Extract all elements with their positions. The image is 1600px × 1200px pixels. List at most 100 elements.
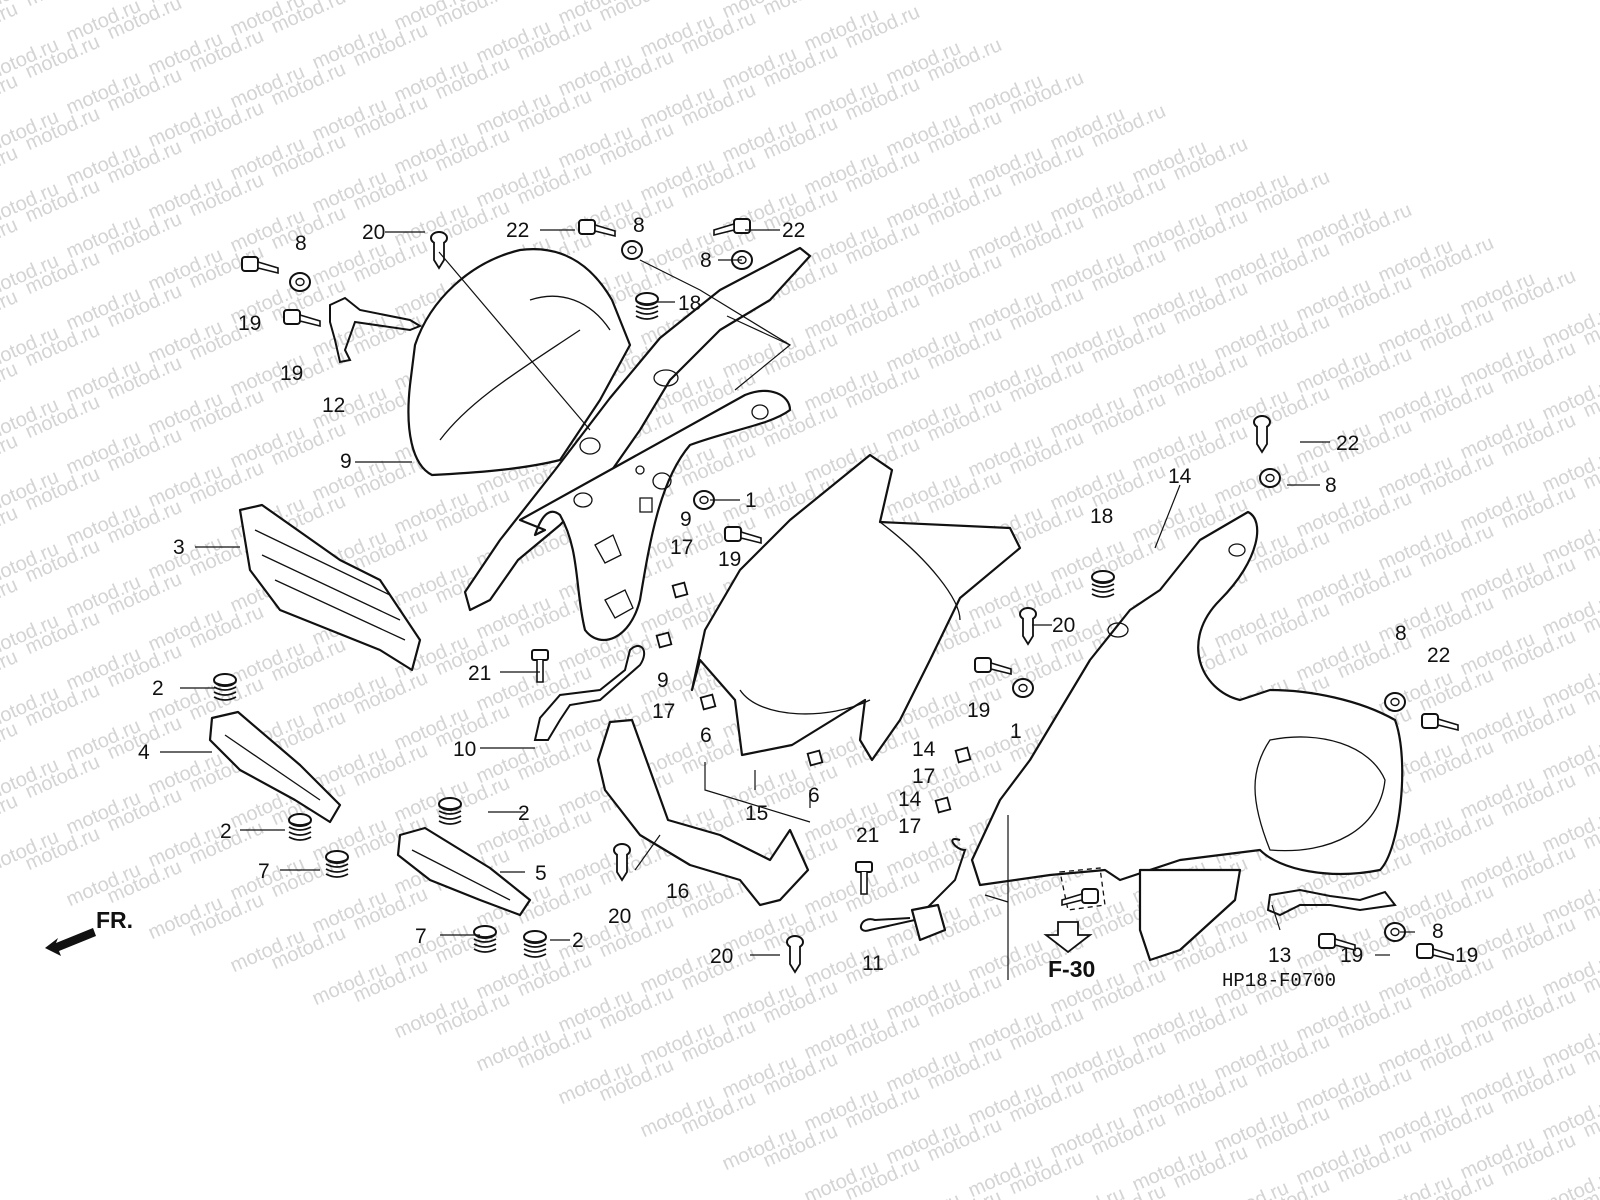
fasteners	[213, 218, 1459, 974]
windscreen-part	[407, 248, 632, 477]
callout-8: 8	[1395, 622, 1407, 645]
stay-part-13	[1266, 888, 1397, 917]
callout-9: 9	[680, 508, 692, 531]
bracket-part-4	[208, 710, 342, 824]
callout-4: 4	[138, 741, 150, 764]
bracket-part-5	[396, 826, 532, 917]
callout-13: 13	[1268, 944, 1291, 967]
callout-16: 16	[666, 880, 689, 903]
callout-12: 12	[322, 394, 345, 417]
callout-19: 19	[280, 362, 303, 385]
callout-11: 11	[862, 952, 884, 975]
bolt-icon	[283, 309, 321, 328]
callout-10: 10	[453, 738, 476, 761]
clip-icon	[806, 749, 824, 767]
callout-19: 19	[1455, 944, 1478, 967]
callout-labels: 22 8 22 8 8 20 18 19 19 12 9 3 1 9 19 17…	[138, 214, 1478, 975]
callout-22: 22	[506, 219, 529, 242]
reference-label: F-30	[1048, 956, 1095, 982]
bolt-icon	[724, 526, 762, 545]
trim-clip-icon	[1019, 607, 1037, 646]
front-direction-arrow-icon: FR.	[45, 907, 133, 956]
grommet-icon	[289, 272, 311, 292]
callout-8: 8	[633, 214, 645, 237]
callout-2: 2	[152, 677, 164, 700]
callout-14: 14	[1168, 465, 1192, 488]
callout-19: 19	[238, 312, 261, 335]
callout-9: 9	[657, 669, 669, 692]
callout-22: 22	[1427, 644, 1450, 667]
callout-6: 6	[700, 724, 712, 747]
callout-2: 2	[518, 802, 530, 825]
callout-20: 20	[362, 221, 385, 244]
stay-part-12	[329, 296, 423, 364]
grommet-icon	[621, 240, 643, 260]
callout-22: 22	[1336, 432, 1359, 455]
callout-18: 18	[1090, 505, 1113, 528]
callout-5: 5	[535, 862, 547, 885]
clip-icon	[671, 581, 689, 599]
callout-3: 3	[173, 536, 185, 559]
reference-arrow-icon: F-30	[1043, 921, 1095, 982]
callout-17: 17	[652, 700, 675, 723]
bolt-icon	[578, 219, 616, 238]
grommet-icon	[1012, 678, 1034, 698]
callout-15: 15	[745, 802, 768, 825]
bolt-icon	[1061, 888, 1099, 907]
front-cowl-center-15	[690, 453, 1022, 762]
callout-8: 8	[1432, 920, 1444, 943]
trim-clip-icon	[1253, 415, 1271, 454]
grommet-icon	[1384, 692, 1406, 712]
rubber-mount-icon	[325, 850, 349, 878]
clip-icon	[655, 631, 673, 649]
callout-1: 1	[1010, 720, 1022, 743]
inner-panel-16	[596, 718, 810, 907]
callout-19: 19	[1340, 944, 1363, 967]
rubber-mount-icon	[635, 292, 659, 320]
callout-17: 17	[912, 765, 935, 788]
callout-20: 20	[608, 905, 631, 928]
leader-lines	[160, 229, 1415, 980]
callout-22: 22	[782, 219, 805, 242]
trim-clip-icon	[430, 231, 448, 270]
direction-label: FR.	[96, 907, 133, 933]
callout-18: 18	[678, 292, 701, 315]
bolt-icon	[974, 657, 1012, 676]
callout-20: 20	[1052, 614, 1075, 637]
clip-icon	[699, 693, 717, 711]
diagram-code: HP18-F0700	[1222, 970, 1336, 992]
callout-2: 2	[220, 820, 232, 843]
callout-20: 20	[710, 945, 733, 968]
callout-6: 6	[808, 784, 820, 807]
rubber-mount-icon	[1091, 570, 1115, 598]
side-cowl-right-14	[970, 510, 1404, 962]
callout-7: 7	[415, 925, 427, 948]
rubber-mount-icon	[213, 673, 237, 701]
rubber-mount-icon	[473, 925, 497, 953]
upper-cowl-stay	[463, 246, 812, 641]
callout-19: 19	[718, 548, 741, 571]
callout-14: 14	[898, 788, 922, 811]
bolt-icon	[1421, 713, 1459, 732]
clip-icon	[954, 746, 972, 764]
bolt-icon	[241, 256, 279, 275]
duct-part-3	[238, 503, 422, 672]
screw-icon	[855, 861, 873, 895]
callout-19: 19	[967, 699, 990, 722]
callout-17: 17	[670, 536, 693, 559]
clip-icon	[934, 796, 952, 814]
callout-8: 8	[295, 232, 307, 255]
bolt-icon	[1318, 933, 1356, 952]
callout-1: 1	[745, 489, 757, 512]
rubber-mount-icon	[523, 930, 547, 958]
rubber-mount-icon	[438, 797, 462, 825]
stay-part-11	[860, 838, 967, 942]
trim-clip-icon	[786, 935, 804, 974]
callout-17: 17	[898, 815, 921, 838]
screw-icon	[531, 649, 549, 683]
callout-7: 7	[258, 860, 270, 883]
callout-14: 14	[912, 738, 936, 761]
stay-part-10	[533, 645, 646, 741]
callout-2: 2	[572, 929, 584, 952]
